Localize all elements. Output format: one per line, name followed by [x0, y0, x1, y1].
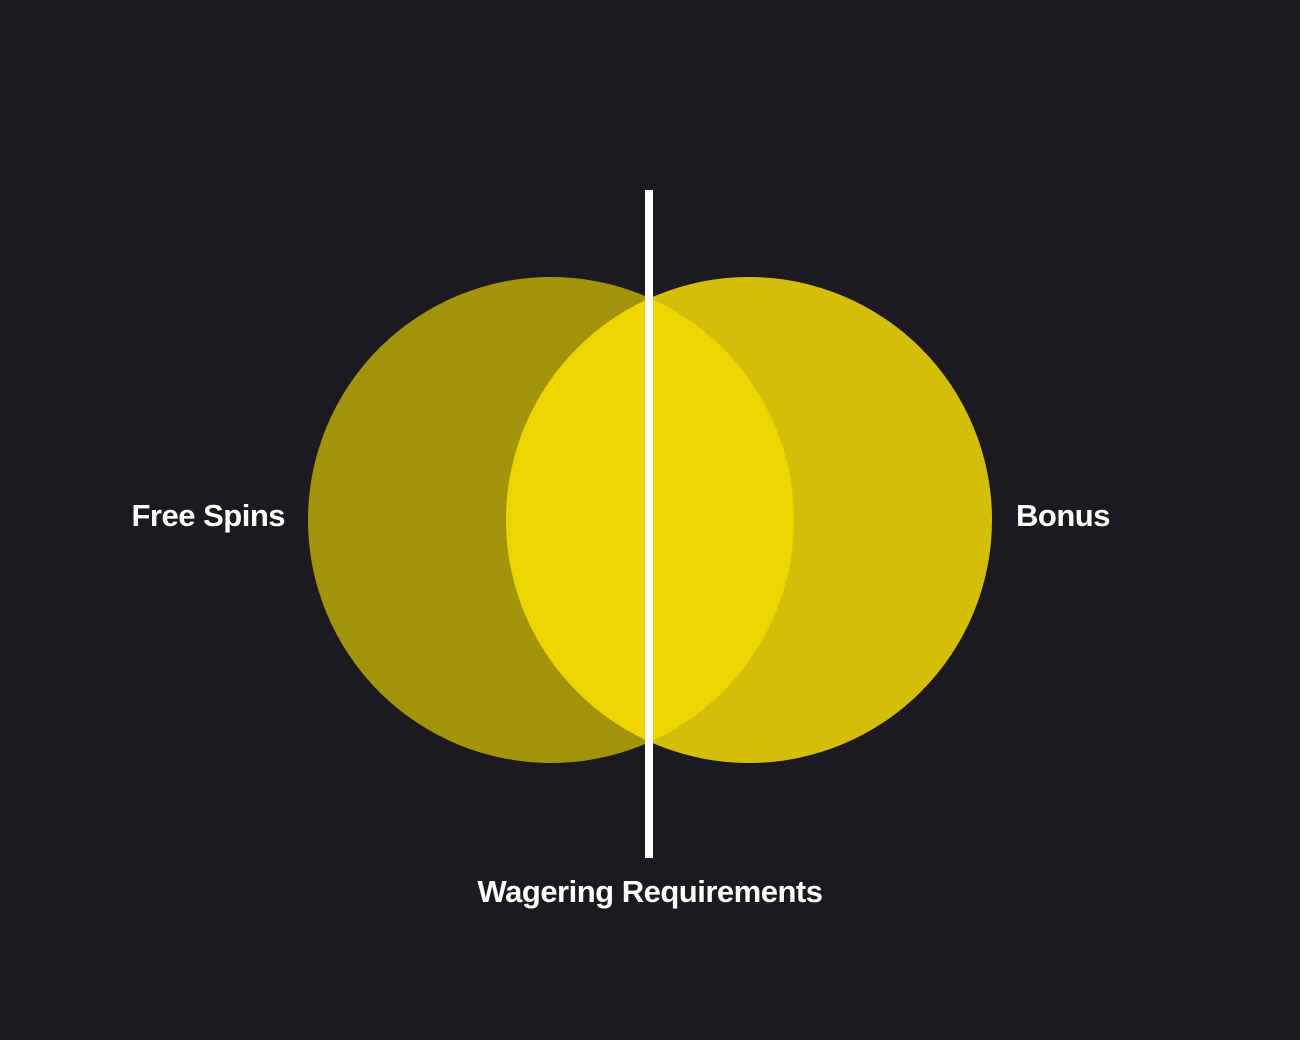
wagering-requirements-label: Wagering Requirements — [477, 874, 823, 909]
overlap-region — [506, 277, 794, 763]
wagering-divider-line — [645, 190, 653, 858]
free-spins-label: Free Spins — [131, 498, 286, 533]
bonus-label: Bonus — [1016, 498, 1110, 533]
